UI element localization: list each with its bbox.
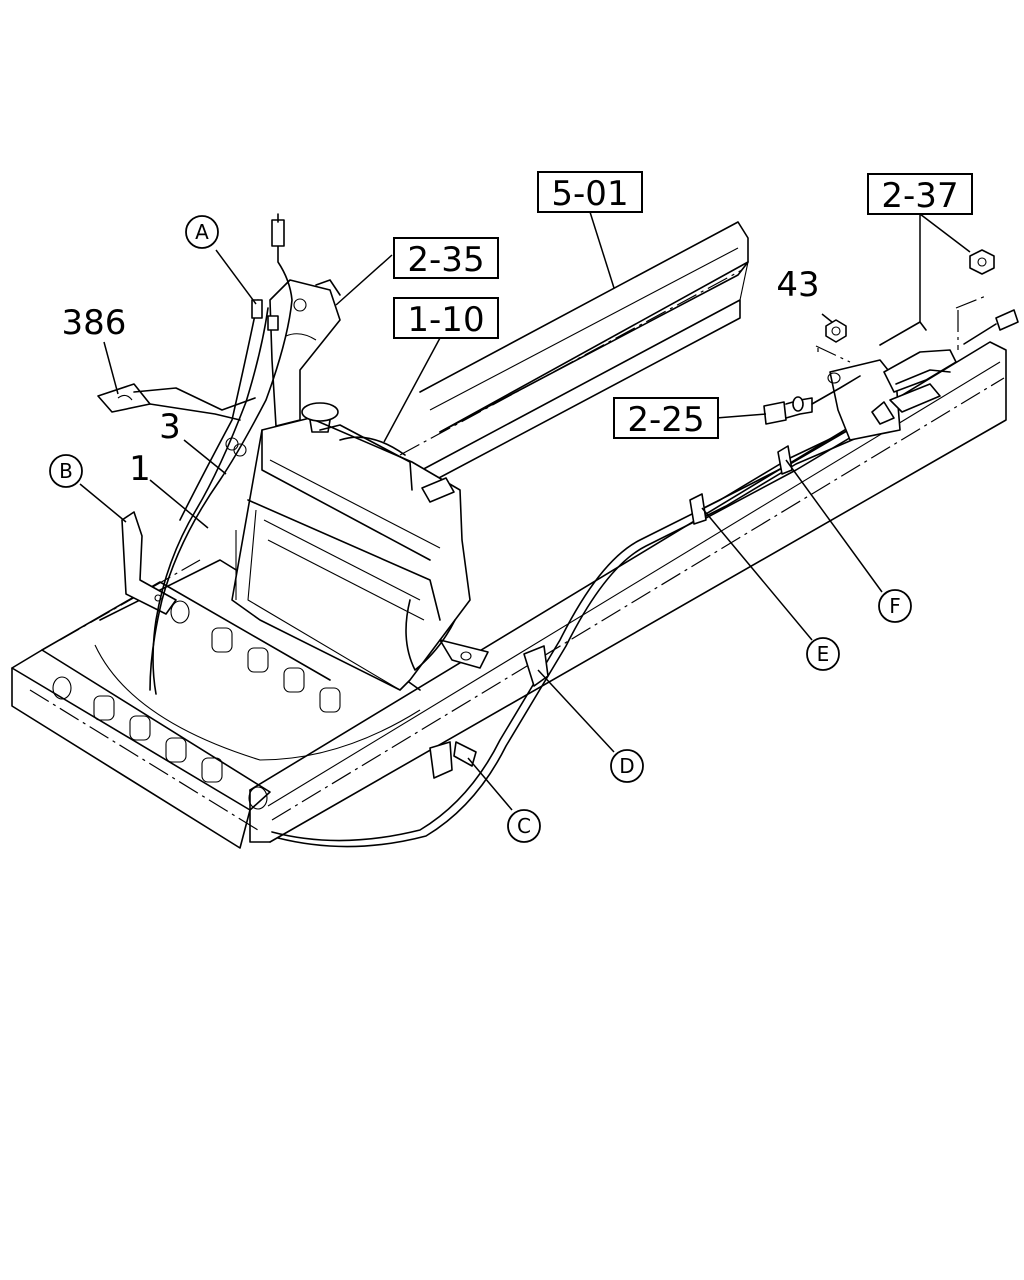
frame-rail-near bbox=[249, 341, 1007, 843]
ref-label-2-37: 2-37 bbox=[881, 176, 958, 216]
rear-lever-assembly bbox=[739, 249, 1019, 441]
bracket-386 bbox=[97, 383, 256, 421]
ref-label-2-35: 2-35 bbox=[407, 240, 484, 280]
frame-rail-far bbox=[399, 221, 749, 489]
callout-c-label: C bbox=[517, 814, 531, 838]
callout-e: E bbox=[806, 637, 840, 671]
clip-e bbox=[689, 493, 707, 525]
upper-bracket bbox=[269, 279, 341, 427]
part-number-386: 386 bbox=[62, 303, 127, 343]
ref-box-5-01: 5-01 bbox=[537, 171, 643, 214]
callout-a: A bbox=[185, 215, 219, 249]
callout-f: F bbox=[878, 589, 912, 623]
part-number-3: 3 bbox=[159, 407, 181, 447]
callout-b: B bbox=[49, 454, 83, 488]
ref-label-5-01: 5-01 bbox=[551, 174, 628, 214]
ref-label-2-25: 2-25 bbox=[627, 400, 704, 440]
part-number-43: 43 bbox=[776, 265, 819, 305]
ref-box-2-37: 2-37 bbox=[867, 173, 973, 216]
callout-e-label: E bbox=[817, 642, 830, 666]
callout-d-label: D bbox=[619, 754, 634, 778]
callout-c: C bbox=[507, 809, 541, 843]
callout-b-label: B bbox=[59, 459, 73, 483]
part-number-1: 1 bbox=[129, 449, 151, 489]
ref-label-1-10: 1-10 bbox=[407, 300, 484, 340]
radiator-assembly bbox=[231, 402, 489, 779]
callout-f-label: F bbox=[889, 594, 901, 618]
ref-box-2-25: 2-25 bbox=[613, 397, 719, 440]
clip-f bbox=[777, 445, 793, 475]
callout-a-label: A bbox=[195, 220, 209, 244]
ref-box-2-35: 2-35 bbox=[393, 237, 499, 280]
leader-lines bbox=[79, 211, 971, 811]
ref-box-1-10: 1-10 bbox=[393, 297, 499, 340]
clip-d bbox=[523, 645, 549, 687]
callout-d: D bbox=[610, 749, 644, 783]
